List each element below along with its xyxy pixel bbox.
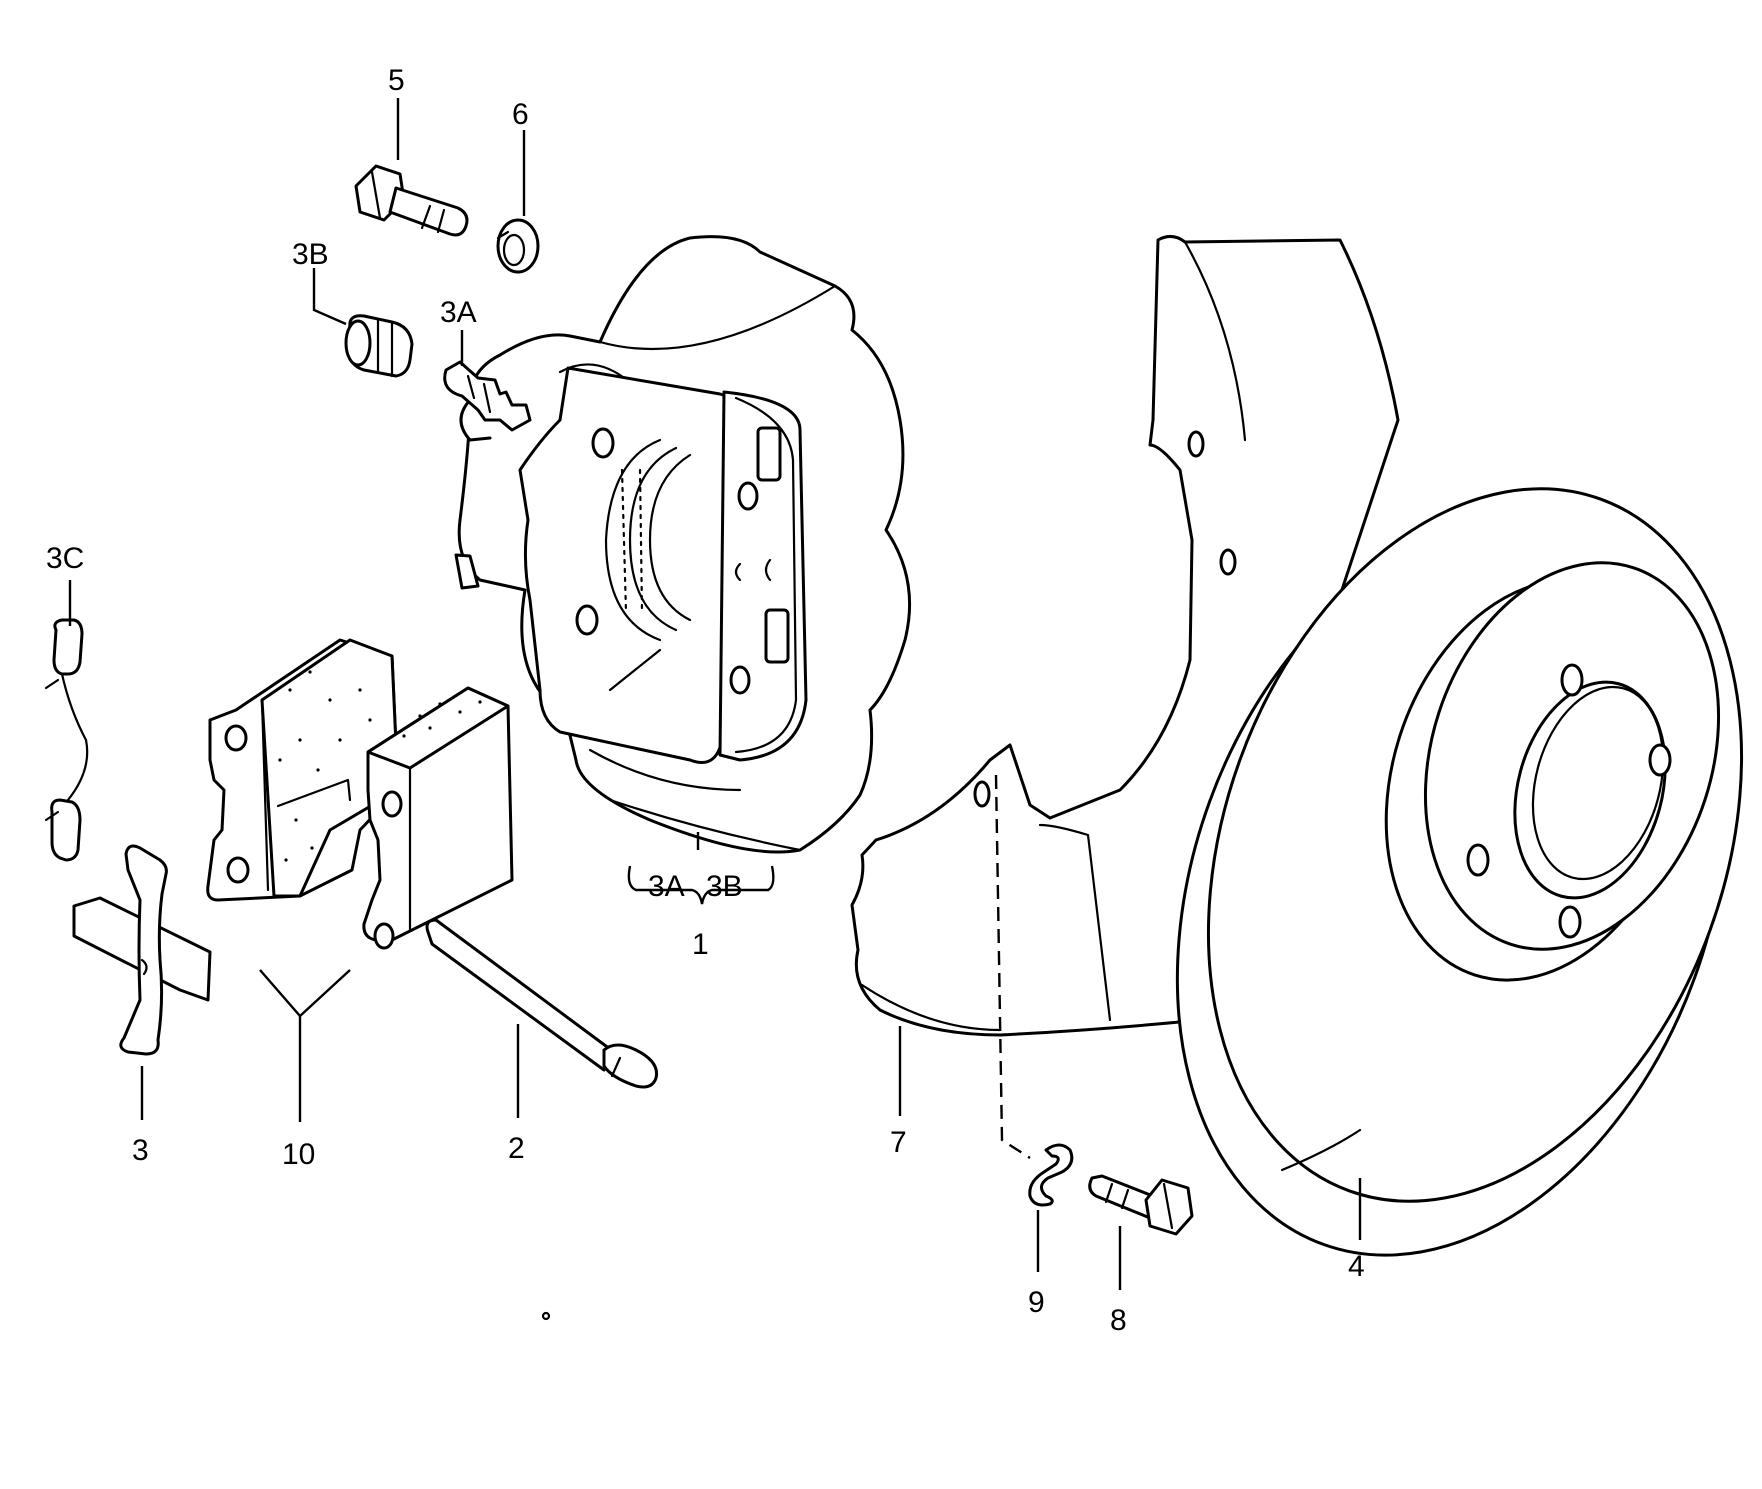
- callout-3b-group: 3B: [706, 870, 743, 903]
- spring-washer-6: [496, 218, 540, 274]
- pad-retaining-spring: [72, 844, 212, 1056]
- guide-pin: [425, 918, 659, 1089]
- spring-washer-9: [1028, 1143, 1074, 1207]
- dust-cap: [344, 314, 414, 378]
- callout-7: 7: [890, 1126, 907, 1159]
- callout-3a-top: 3A: [440, 296, 477, 329]
- callout-3b-top: 3B: [292, 238, 329, 271]
- leader-lines: [68, 98, 1362, 1290]
- bleeder-valve: [443, 360, 532, 432]
- callout-4: 4: [1348, 1250, 1365, 1283]
- stray-mark: [541, 1311, 551, 1321]
- brake-disc: [1175, 487, 1744, 1257]
- callout-1: 1: [692, 928, 709, 961]
- hex-bolt-8: [1088, 1174, 1194, 1236]
- callout-3: 3: [132, 1134, 149, 1167]
- callout-2: 2: [508, 1132, 525, 1165]
- callout-3c: 3C: [46, 542, 84, 575]
- hex-bolt-5: [354, 164, 469, 237]
- callout-3a-group: 3A: [648, 870, 685, 903]
- callout-5: 5: [388, 64, 405, 97]
- callout-9: 9: [1028, 1286, 1045, 1319]
- brake-caliper: [454, 235, 912, 854]
- callout-8: 8: [1110, 1304, 1127, 1337]
- brake-pad-set: [206, 638, 514, 950]
- callout-labels: 5 6 3B 3A 3C 3A 3B 1 3 10 2 7 9 8 4: [46, 64, 1365, 1337]
- spring-clip-3c: [44, 618, 89, 862]
- callout-6: 6: [512, 98, 529, 131]
- callout-10: 10: [282, 1138, 315, 1171]
- splash-shield: [850, 235, 1400, 1037]
